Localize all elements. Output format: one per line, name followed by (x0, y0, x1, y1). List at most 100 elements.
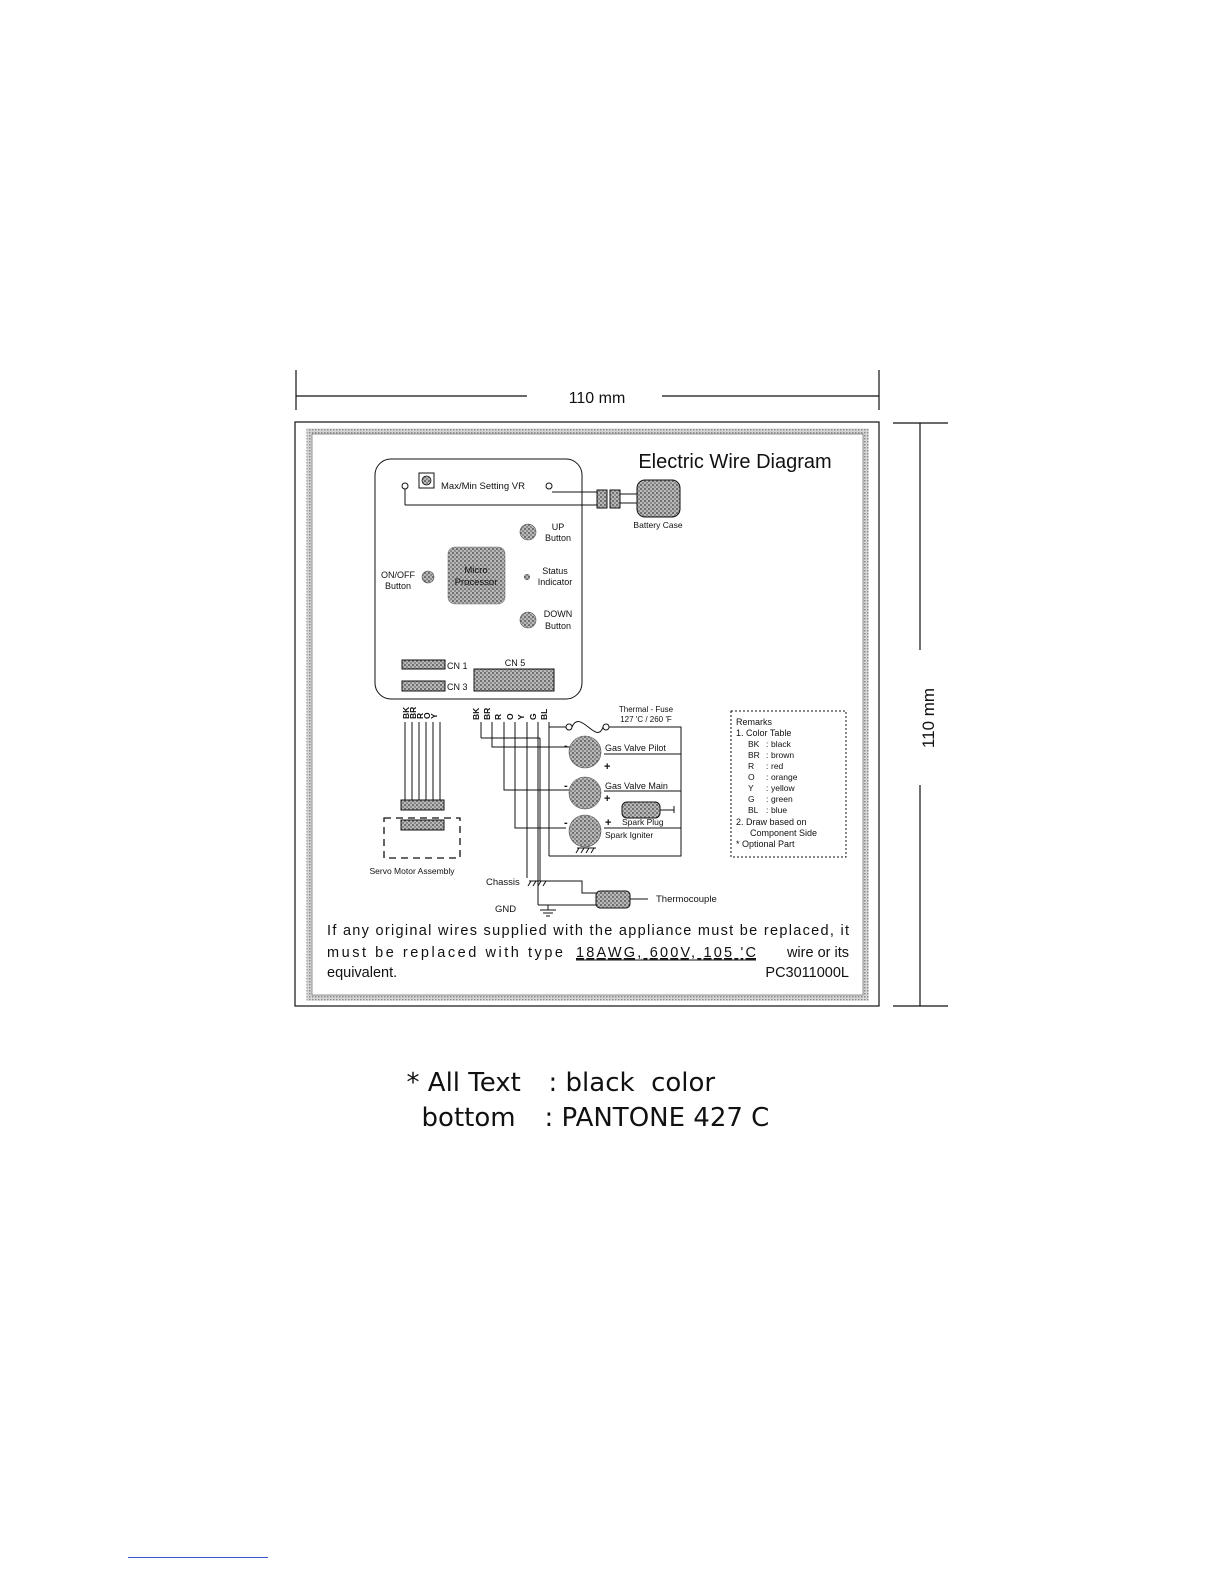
cn5-wire-codes: BK BR R O Y G BL (471, 707, 549, 720)
battery-connector-b (609, 489, 621, 509)
vr-label: Max/Min Setting VR (441, 481, 525, 492)
status-indicator-icon (523, 573, 531, 581)
cn3-code-r: R (415, 713, 425, 719)
gas-valve-main-minus: - (564, 780, 568, 792)
servo-motor-assembly-optional (383, 817, 461, 859)
cn3-code-o: O (422, 712, 432, 719)
warning-line-1: If any original wires supplied with the … (327, 923, 849, 939)
color-name: blue (771, 805, 787, 815)
battery-case-label: Battery Case (633, 520, 682, 530)
spark-plug-label: Spark Plug (622, 817, 664, 827)
width-dimension-label: 110 mm (569, 390, 626, 407)
color-separator: : (766, 783, 768, 793)
cn5-code-bl: BL (539, 709, 549, 720)
cn3-wire-codes: BK BR R O Y (401, 706, 439, 719)
color-code: G (748, 794, 755, 804)
color-name: yellow (771, 783, 795, 793)
thermal-fuse-icon (571, 721, 604, 733)
cn3-wires (404, 722, 441, 800)
label-pattern-band (306, 428, 869, 1001)
battery-connector-a (596, 489, 608, 509)
color-name: brown (771, 750, 794, 760)
height-dimension (893, 422, 948, 1007)
cn3-code-br: BR (408, 707, 418, 719)
warning-line-3: equivalent. (327, 965, 397, 981)
color-name: red (771, 761, 784, 771)
cn3-label: CN 3 (447, 682, 468, 692)
color-table: BK : black BR : brown R : red O : orange… (748, 739, 798, 815)
spark-igniter-ground-icon (575, 847, 596, 854)
note-bottom-key: bottom (421, 1103, 516, 1133)
note-all-text-value: : black color (548, 1068, 716, 1098)
up-button-label-2: Button (545, 533, 571, 543)
remarks-title: Remarks (736, 717, 773, 727)
height-dimension-label: 110 mm (919, 688, 938, 748)
cn5-connector (473, 668, 555, 692)
color-separator: : (766, 761, 768, 771)
down-button-icon (519, 611, 537, 629)
status-indicator-label-2: Indicator (538, 577, 573, 587)
color-code: BK (748, 739, 760, 749)
status-indicator-label-1: Status (542, 566, 568, 576)
cn5-code-bk: BK (471, 707, 481, 720)
color-separator: : (766, 772, 768, 782)
cn1-label: CN 1 (447, 661, 468, 671)
warning-line-2-start: must be replaced with type (327, 945, 563, 961)
gas-valve-main-plus: + (604, 793, 610, 805)
note-bottom-value: : PANTONE 427 C (544, 1103, 770, 1133)
replacement-warning: If any original wires supplied with the … (327, 923, 849, 981)
gnd-label: GND (495, 904, 516, 915)
microprocessor-label-2: Processor (455, 577, 498, 588)
part-number: PC3011000L (765, 965, 849, 981)
cn3-code-bk: BK (401, 706, 411, 719)
gas-valve-pilot-plus: + (604, 761, 610, 773)
note-bottom: bottom : PANTONE 427 C (405, 1073, 770, 1133)
color-code: BR (748, 750, 760, 760)
gnd-ground-icon (540, 905, 556, 917)
note-all-text-key: * All Text (406, 1068, 521, 1098)
servo-connector (400, 799, 445, 811)
onoff-button-icon (421, 570, 435, 584)
spark-igniter-plus: + (605, 817, 611, 829)
gas-valve-pilot-label: Gas Valve Pilot (605, 743, 666, 753)
battery-case-icon (636, 479, 681, 518)
color-code: BL (748, 805, 759, 815)
gas-valve-pilot-minus: - (564, 740, 568, 752)
cn5-wires (480, 722, 570, 905)
down-button-label-1: DOWN (544, 609, 573, 619)
vr-knob-dial-icon (421, 475, 432, 486)
vr-terminal-left (401, 482, 409, 490)
color-code: R (748, 761, 754, 771)
chassis-label: Chassis (486, 877, 520, 888)
cn5-code-o: O (505, 713, 515, 720)
spark-igniter-icon (568, 814, 602, 848)
cn5-code-y: Y (516, 714, 526, 720)
footnote-separator (128, 1557, 268, 1558)
cn5-label: CN 5 (505, 658, 526, 668)
color-separator: : (766, 794, 768, 804)
vr-terminal-right (545, 482, 553, 490)
cn1-connector (401, 659, 446, 670)
gas-valve-main-icon (568, 776, 602, 810)
thermal-fuse-terminal-right (602, 723, 610, 731)
color-separator: : (766, 750, 768, 760)
onoff-button-label-1: ON/OFF (381, 570, 415, 580)
onoff-button-label-2: Button (385, 581, 411, 591)
cn5-code-r: R (493, 714, 503, 720)
label-title: Electric Wire Diagram (638, 451, 831, 473)
color-separator: : (766, 805, 768, 815)
cn3-connector (401, 680, 446, 692)
remarks-item2a: 2. Draw based on (736, 817, 807, 827)
color-name: green (771, 794, 793, 804)
color-name: orange (771, 772, 798, 782)
up-button-icon (519, 523, 537, 541)
gas-valve-pilot-icon (568, 735, 602, 769)
remarks-item3: * Optional Part (736, 839, 795, 849)
servo-motor-body (400, 819, 445, 831)
thermocouple-icon (595, 890, 631, 909)
microprocessor-chip (447, 546, 506, 605)
gas-valve-main-label: Gas Valve Main (605, 781, 668, 791)
cn3-code-y: Y (429, 713, 439, 719)
